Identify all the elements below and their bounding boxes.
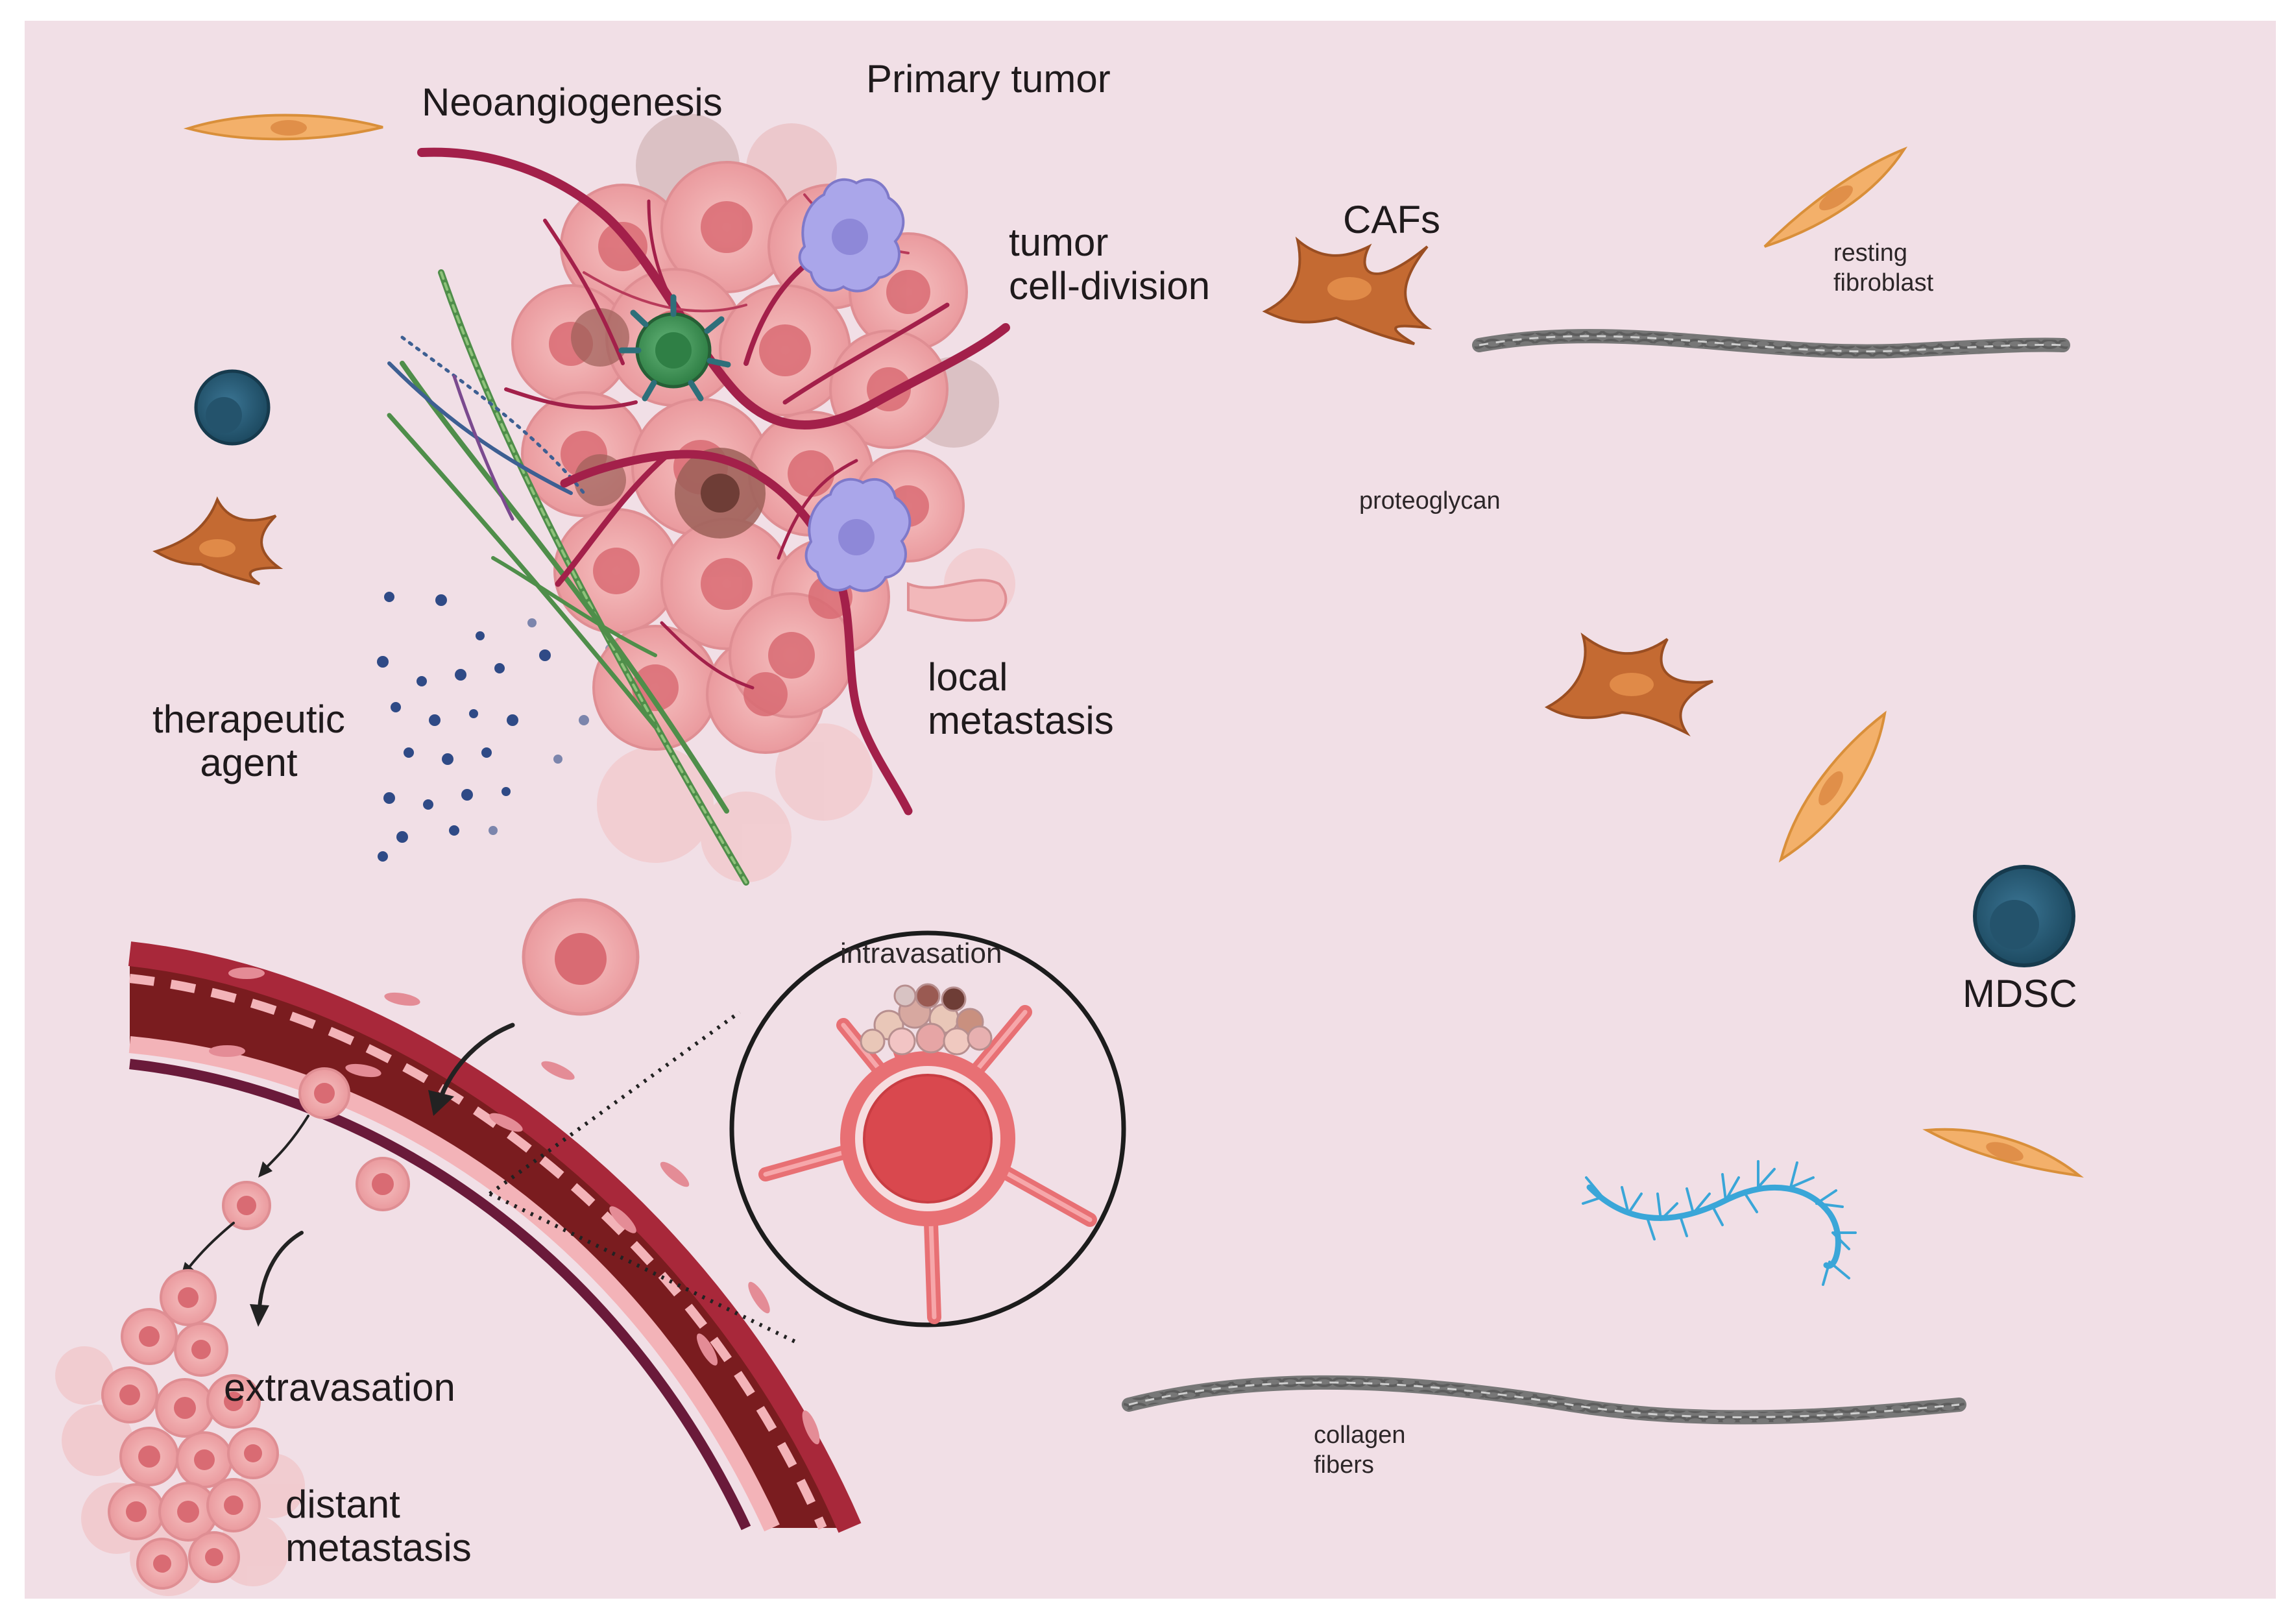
mdsc-icon — [1973, 865, 2075, 967]
mdsc-icon — [194, 369, 271, 446]
t-cell-icon — [618, 294, 731, 402]
caf-icon — [152, 496, 284, 585]
extravasation-label: extravasation — [224, 1366, 455, 1409]
fibroblast-icon — [1778, 710, 1887, 863]
collagen-fibers-label: collagen fibers — [1314, 1422, 1406, 1479]
intravasation-label: intravasation — [840, 938, 1002, 969]
fibroblast-icon — [183, 114, 383, 141]
dendritic-cell-icon — [804, 478, 912, 592]
resting-fibroblast-label: resting fibroblast — [1833, 239, 1934, 297]
therapeutic-agent-label: therapeutic agent — [152, 697, 345, 785]
arrow-icon — [180, 1023, 515, 1327]
blood-vessel-icon — [128, 941, 862, 1533]
primary-tumor-label: Primary tumor — [866, 57, 1111, 101]
distant-metastasis-label: distant metastasis — [285, 1483, 472, 1570]
collagen-fiber-icon — [1472, 329, 2070, 359]
caf-icon — [1544, 632, 1713, 737]
background-panel — [25, 21, 2276, 1599]
dendritic-cell-icon — [798, 178, 905, 293]
fibroblast-icon — [1763, 146, 1908, 248]
neoangiogenesis-label: Neoangiogenesis — [422, 80, 723, 124]
collagen-fiber-icon — [1122, 1375, 1966, 1425]
intravasation-zoom-icon — [489, 930, 1126, 1345]
cafs-label: CAFs — [1343, 198, 1440, 241]
proteoglycan-label: proteoglycan — [1359, 487, 1501, 514]
circulating-tumor-cell — [522, 898, 640, 1016]
ecm-fibers — [387, 269, 749, 886]
proteoglycan-icon — [1582, 1160, 1857, 1286]
tumor-cell-division-label: tumor cell-division — [1009, 221, 1211, 308]
mdsc-label: MDSC — [1963, 972, 2077, 1015]
fibroblast-icon — [1922, 1128, 2084, 1178]
local-metastasis-protrusion — [907, 579, 1008, 622]
caf-icon — [1262, 236, 1432, 345]
distant-metastasis-cluster — [55, 1269, 305, 1596]
local-metastasis-label: local metastasis — [928, 655, 1114, 743]
drug-particles-icon — [377, 592, 614, 862]
